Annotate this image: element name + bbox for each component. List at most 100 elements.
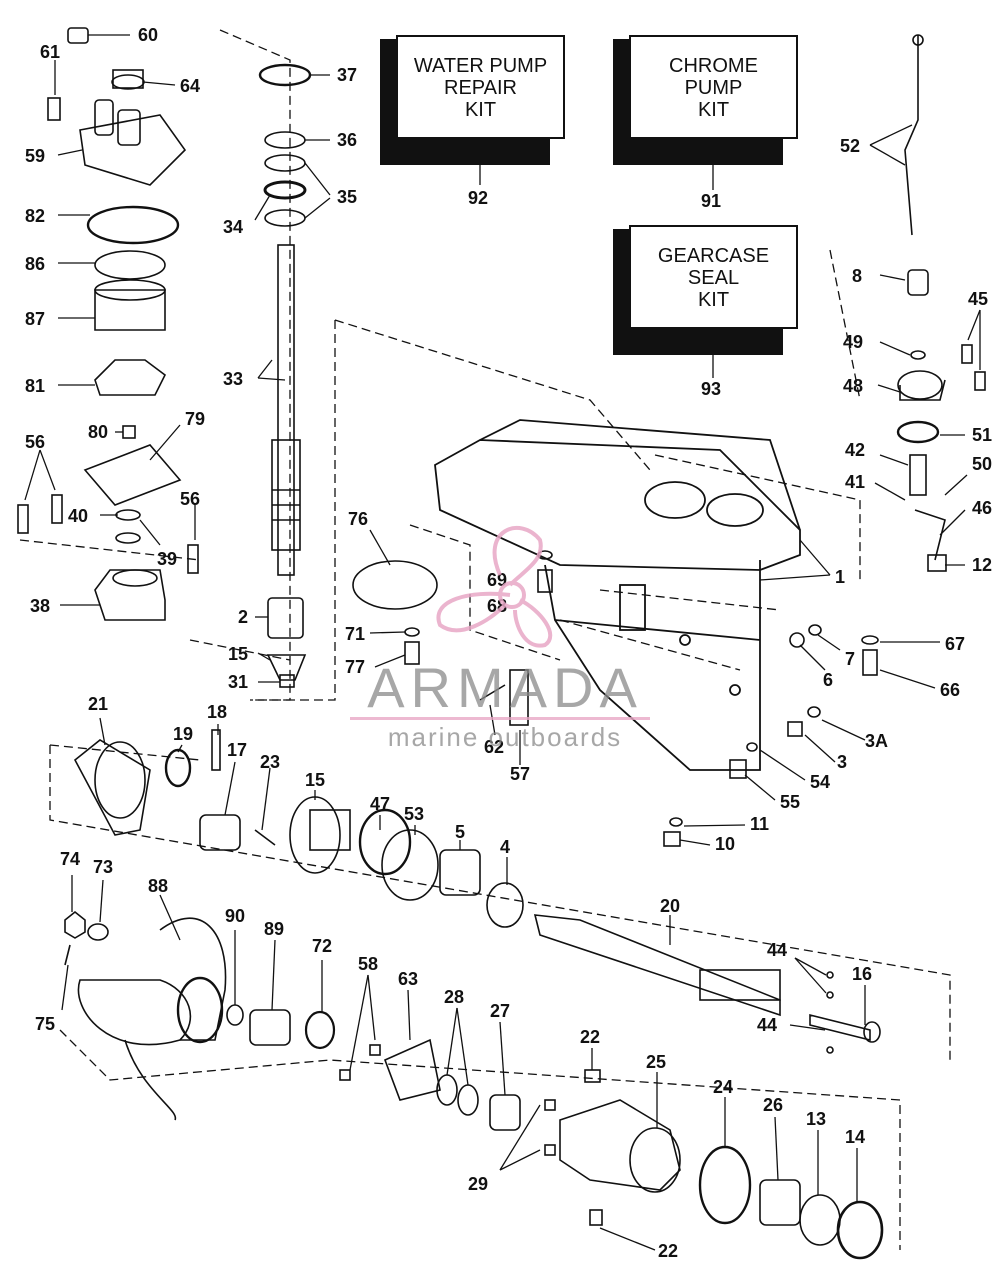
callout-18: 18 — [207, 702, 227, 722]
kit-box-front: CHROME PUMP KIT — [629, 35, 798, 139]
forward-gear-train — [73, 729, 881, 1054]
callout-56: 56 — [180, 489, 200, 509]
callout-44: 44 — [767, 940, 787, 960]
callout-82: 82 — [25, 206, 45, 226]
callout-40: 40 — [68, 506, 88, 526]
callout-89: 89 — [264, 919, 284, 939]
callout-81: 81 — [25, 376, 45, 396]
callout-28: 28 — [444, 987, 464, 1007]
callout-61: 61 — [40, 42, 60, 62]
callout-12: 12 — [972, 555, 992, 575]
callout-64: 64 — [180, 76, 200, 96]
callout-24: 24 — [713, 1077, 733, 1097]
callout-5: 5 — [455, 822, 465, 842]
callout-10: 10 — [715, 834, 735, 854]
callout-35: 35 — [337, 187, 357, 207]
callout-21: 21 — [88, 694, 108, 714]
callout-20: 20 — [660, 896, 680, 916]
callout-13: 13 — [806, 1109, 826, 1129]
callout-15: 15 — [228, 644, 248, 664]
callout-23: 23 — [260, 752, 280, 772]
callout-75: 75 — [35, 1014, 55, 1034]
callout-3: 3 — [837, 752, 847, 772]
kit-label-line: CHROME — [669, 55, 758, 77]
kit-label-line: SEAL — [687, 267, 740, 289]
gearcase-housing — [434, 419, 801, 771]
callout-73: 73 — [93, 857, 113, 877]
callout-54: 54 — [810, 772, 830, 792]
callout-86: 86 — [25, 254, 45, 274]
callout-47: 47 — [370, 794, 390, 814]
callout-67: 67 — [945, 634, 965, 654]
callout-69: 69 — [487, 570, 507, 590]
callout-66: 66 — [940, 680, 960, 700]
callout-1: 1 — [835, 567, 845, 587]
callout-15: 15 — [305, 770, 325, 790]
callout-42: 42 — [845, 440, 865, 460]
callout-29: 29 — [468, 1174, 488, 1194]
assembly-guide-lines — [19, 29, 951, 1250]
callout-36: 36 — [337, 130, 357, 150]
callout-79: 79 — [185, 409, 205, 429]
kit-box-gearcase-seal: GEARCASE SEAL KIT — [613, 225, 798, 355]
kit-label-line: KIT — [697, 99, 730, 121]
callout-55: 55 — [780, 792, 800, 812]
kit-label-line: WATER PUMP — [413, 55, 548, 77]
callout-48: 48 — [843, 376, 863, 396]
callout-59: 59 — [25, 146, 45, 166]
callout-77: 77 — [345, 657, 365, 677]
kit-box-front: GEARCASE SEAL KIT — [629, 225, 798, 329]
kit-box-water-pump-repair: WATER PUMP REPAIR KIT — [380, 35, 565, 165]
callout-74: 74 — [60, 849, 80, 869]
kit-label-line: KIT — [697, 289, 730, 311]
callout-49: 49 — [843, 332, 863, 352]
callout-90: 90 — [225, 906, 245, 926]
callout-3A: 3A — [865, 731, 888, 751]
watermark-tagline: marine outboards — [387, 722, 623, 752]
callout-16: 16 — [852, 964, 872, 984]
callout-4: 4 — [500, 837, 510, 857]
gearcase-small-parts — [352, 550, 879, 847]
kit-box-side — [380, 39, 398, 165]
callout-58: 58 — [358, 954, 378, 974]
callout-17: 17 — [227, 740, 247, 760]
callout-62: 62 — [484, 737, 504, 757]
callout-8: 8 — [852, 266, 862, 286]
callout-87: 87 — [25, 309, 45, 329]
callout-46: 46 — [972, 498, 992, 518]
callout-19: 19 — [173, 724, 193, 744]
callout-45: 45 — [968, 289, 988, 309]
kit-label-line: GEARCASE — [657, 245, 770, 267]
callout-37: 37 — [337, 65, 357, 85]
callout-14: 14 — [845, 1127, 865, 1147]
callout-80: 80 — [88, 422, 108, 442]
callout-7: 7 — [845, 649, 855, 669]
kit-box-bottom — [613, 327, 783, 355]
callout-33: 33 — [223, 369, 243, 389]
callout-72: 72 — [312, 936, 332, 956]
kit-box-chrome-pump: CHROME PUMP KIT — [613, 35, 798, 165]
callout-44: 44 — [757, 1015, 777, 1035]
callout-2: 2 — [238, 607, 248, 627]
callout-26: 26 — [763, 1095, 783, 1115]
callout-52: 52 — [840, 136, 860, 156]
callout-50: 50 — [972, 454, 992, 474]
callout-25: 25 — [646, 1052, 666, 1072]
callout-92: 92 — [468, 188, 488, 208]
callout-leaders — [24, 34, 981, 1251]
kit-label-line: REPAIR — [444, 77, 517, 99]
callout-22: 22 — [580, 1027, 600, 1047]
callout-41: 41 — [845, 472, 865, 492]
callout-93: 93 — [701, 379, 721, 399]
callout-27: 27 — [490, 1001, 510, 1021]
callout-6: 6 — [823, 670, 833, 690]
watermark-brand-name: ARMADA — [367, 656, 643, 719]
callout-60: 60 — [138, 25, 158, 45]
kit-box-front: WATER PUMP REPAIR KIT — [396, 35, 565, 139]
watermark-divider — [350, 717, 650, 720]
callout-57: 57 — [510, 764, 530, 784]
kit-box-bottom — [613, 137, 783, 165]
callout-31: 31 — [228, 672, 248, 692]
kit-box-side — [613, 229, 631, 355]
